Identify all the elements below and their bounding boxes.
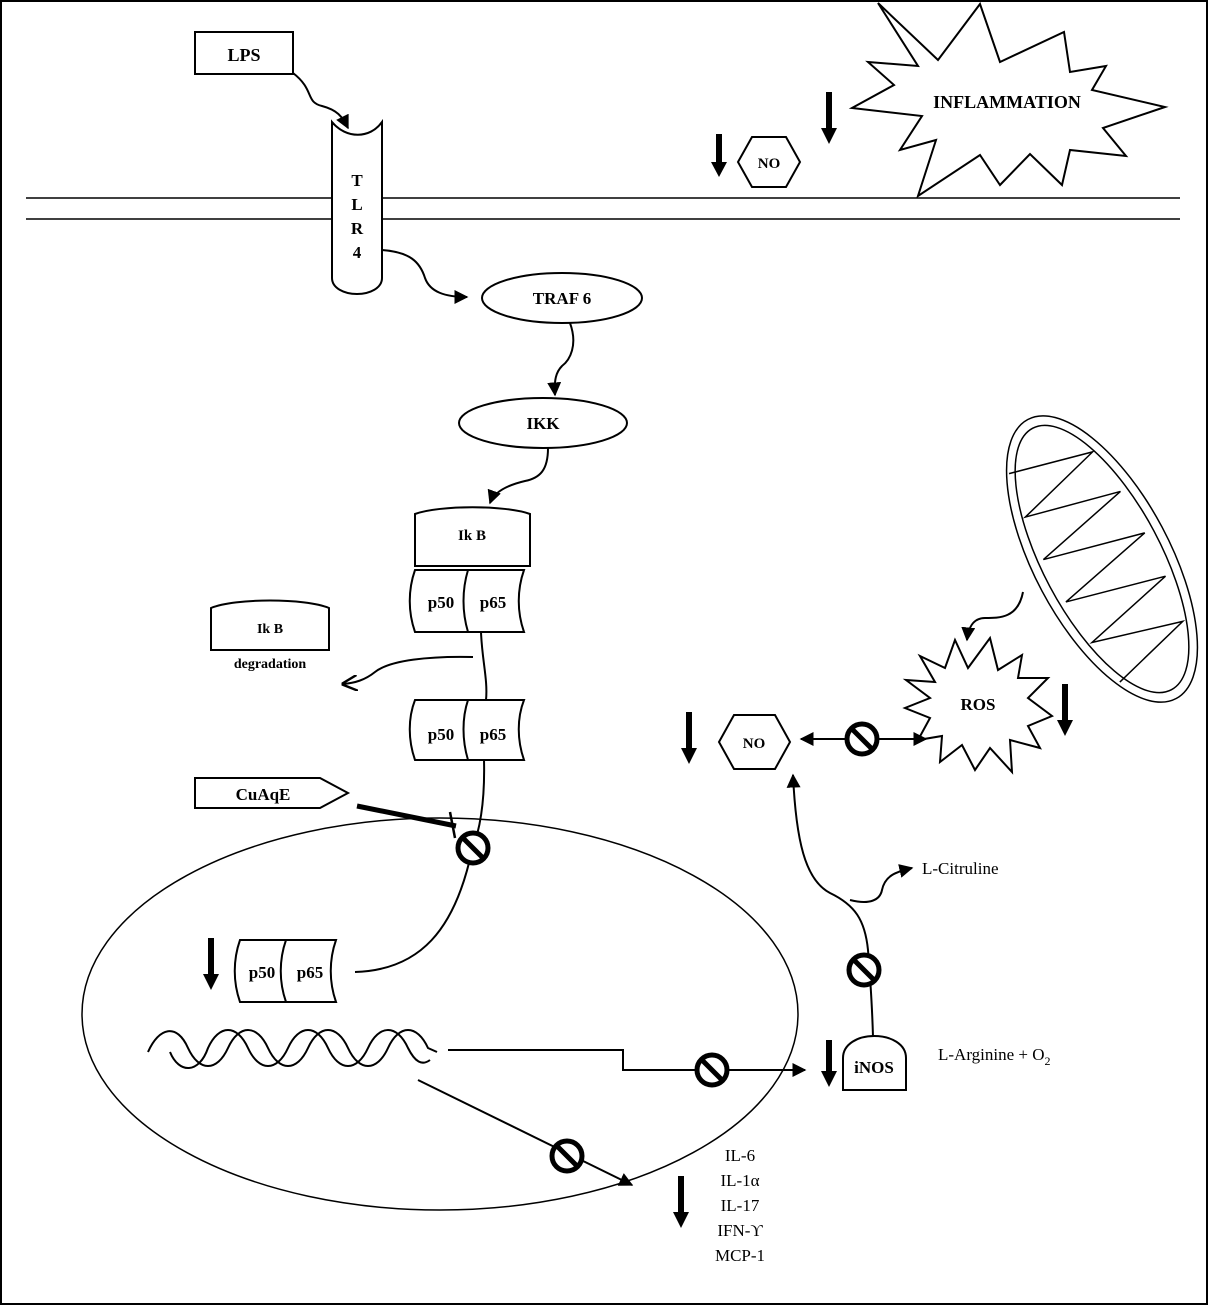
no-mid-decrease-arrow-icon — [681, 712, 697, 764]
tlr4-letter-l: L — [351, 195, 362, 214]
cytokine-list: IL-6 IL-1α IL-17 IFN-ϒ MCP-1 — [715, 1146, 765, 1265]
p65-label: p65 — [480, 725, 506, 744]
inos-activity-inhibition-icon — [849, 955, 879, 985]
nfkb-dimer-released: p50 p65 — [410, 700, 524, 760]
p65-label: p65 — [480, 593, 506, 612]
complex-translocation-line — [481, 632, 486, 700]
tlr4-to-traf6-arrow — [382, 250, 467, 297]
cytokine-il6: IL-6 — [725, 1146, 755, 1165]
tlr4-letter-r: R — [351, 219, 364, 238]
cuaqe-label: CuAqE — [236, 785, 291, 804]
inos-label: iNOS — [854, 1058, 894, 1077]
transcription-to-cytokines-arrow — [418, 1080, 632, 1185]
citruline-branch-arrow — [850, 868, 912, 902]
inos-node: iNOS — [843, 1036, 906, 1090]
cytokine-il17: IL-17 — [721, 1196, 760, 1215]
dna-helix — [148, 1030, 437, 1068]
tlr4-letter-4: 4 — [353, 243, 362, 262]
ikb-degradation-arrow — [343, 657, 473, 684]
p50-label: p50 — [428, 725, 454, 744]
no-mid-label: NO — [743, 736, 766, 752]
inos-transcription-inhibition-icon — [697, 1055, 727, 1085]
ros-decrease-arrow-icon — [1057, 684, 1073, 736]
ikb-inhibitor: Ik B — [415, 507, 530, 566]
degradation-label: degradation — [234, 657, 307, 672]
ikk-node: IKK — [459, 398, 627, 448]
inflammation-starburst: INFLAMMATION — [852, 3, 1165, 196]
nfkb-dimer-nucleus: p50 p65 — [235, 940, 336, 1002]
transcription-to-inos-arrow — [448, 1050, 805, 1070]
mitochondria-to-ros-arrow — [967, 592, 1023, 640]
nfkb-decrease-arrow-icon — [203, 938, 219, 990]
no-ros-inhibition-icon — [847, 724, 877, 754]
nfkb-dimer-cytoplasm: p50 p65 — [410, 570, 524, 632]
no-mid-node: NO — [719, 715, 790, 769]
cytokine-ifn-gamma: IFN-ϒ — [717, 1221, 763, 1240]
ikb-degraded: Ik B degradation — [211, 601, 329, 673]
no-top-label: NO — [758, 156, 781, 172]
tlr4-receptor: T L R 4 — [332, 122, 382, 294]
inflammation-label: INFLAMMATION — [933, 92, 1081, 112]
tlr4-letter-t: T — [351, 171, 363, 190]
ikk-to-ikb-arrow — [490, 448, 548, 503]
p65-label: p65 — [297, 963, 323, 982]
traf6-label: TRAF 6 — [533, 289, 591, 308]
cytokines-decrease-arrow-icon — [673, 1176, 689, 1228]
lps-label: LPS — [227, 45, 260, 65]
cell-membrane — [26, 198, 1180, 219]
traf6-node: TRAF 6 — [482, 273, 642, 323]
cytokine-transcription-inhibition-icon — [552, 1141, 582, 1171]
lps-node: LPS — [195, 32, 293, 74]
nucleus — [82, 818, 798, 1210]
no-top-node: NO — [738, 137, 800, 187]
cytokine-mcp1: MCP-1 — [715, 1246, 765, 1265]
nuclear-translocation-line — [355, 760, 484, 972]
ikb-label: Ik B — [458, 528, 486, 544]
ros-starburst: ROS — [905, 638, 1052, 772]
ikk-label: IKK — [526, 414, 560, 433]
inos-to-no-arrow — [793, 775, 873, 1037]
ikb-degraded-label: Ik B — [257, 622, 283, 637]
nuclear-entry-inhibition-icon — [458, 833, 488, 863]
lps-to-tlr4-arrow — [293, 73, 348, 128]
p50-label: p50 — [428, 593, 454, 612]
traf6-to-ikk-arrow — [555, 323, 574, 395]
inos-decrease-arrow-icon — [821, 1040, 837, 1087]
inflammation-decrease-arrow-icon — [821, 92, 837, 144]
l-arginine-label: L-Arginine + O2 — [938, 1045, 1051, 1068]
ros-label: ROS — [961, 695, 996, 714]
cytokine-il1a: IL-1α — [720, 1171, 759, 1190]
l-citruline-label: L-Citruline — [922, 859, 998, 878]
cuaqe-node: CuAqE — [195, 778, 348, 808]
p50-label: p50 — [249, 963, 275, 982]
no-top-decrease-arrow-icon — [711, 134, 727, 177]
